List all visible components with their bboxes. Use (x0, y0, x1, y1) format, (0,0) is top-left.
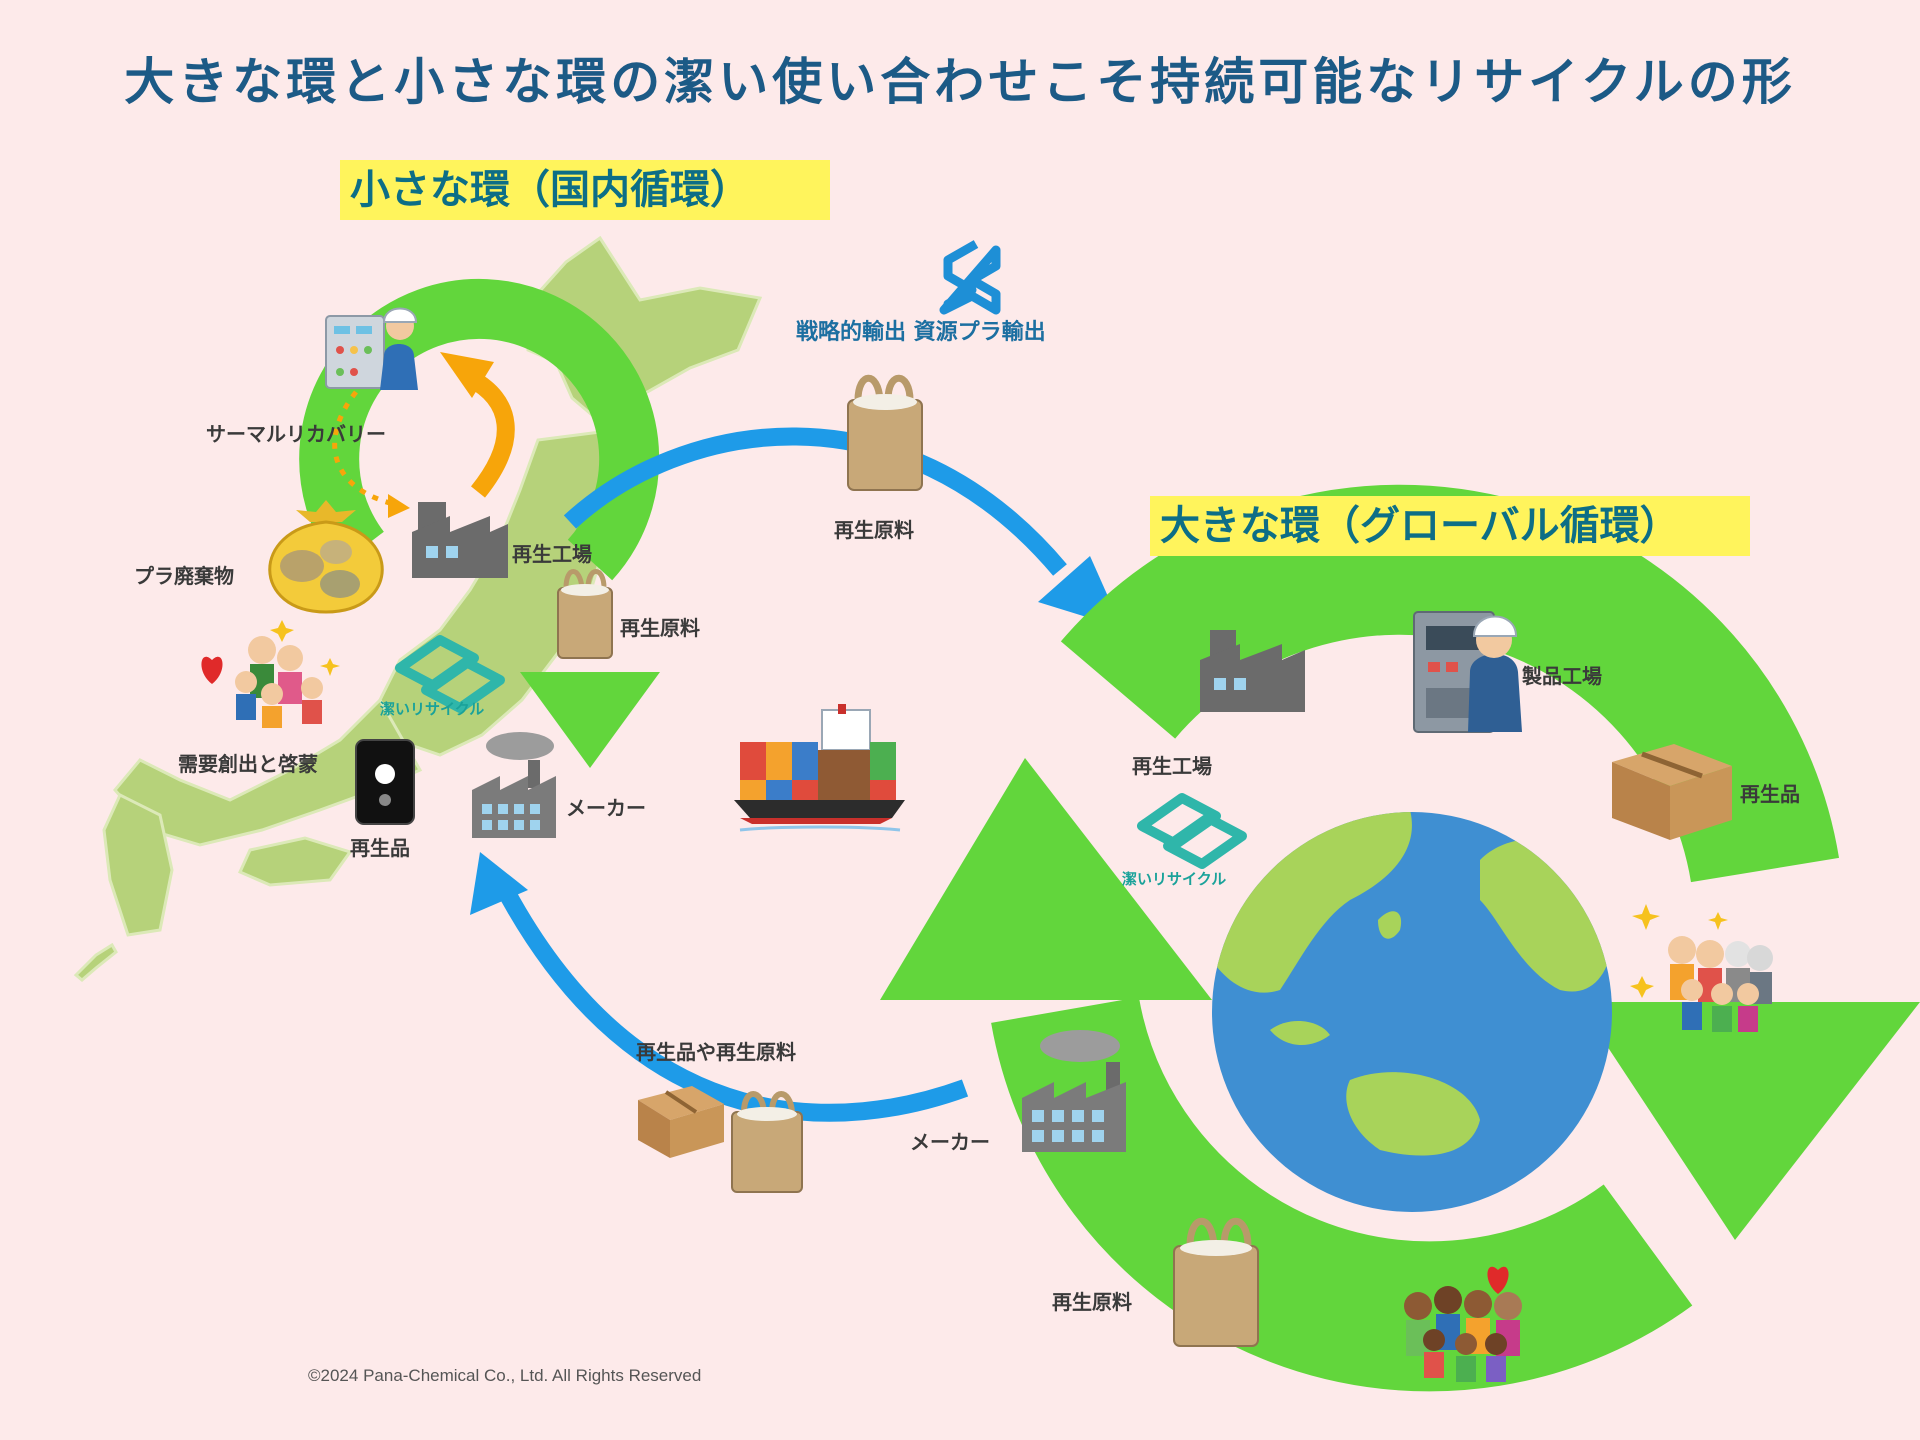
label-recycling-factory-small: 再生工場 (512, 542, 592, 566)
label-recycling-factory-global: 再生工場 (1132, 754, 1212, 778)
export-arrow (563, 427, 1067, 576)
japan-island-landmass (1378, 911, 1402, 939)
copyright-notice: ©2024 Pana-Chemical Co., Ltd. All Rights… (308, 1366, 702, 1385)
container-ship-icon (734, 704, 905, 832)
label-recycled-product-small: 再生品 (350, 836, 410, 860)
indonesia-landmass (1270, 1020, 1330, 1046)
clean-recycle-logo-icon (1137, 793, 1247, 869)
bulk-bag-icon (557, 569, 613, 659)
smoking-factory-icon (472, 732, 556, 838)
kyushu-shape (102, 792, 174, 937)
global-loop-ring-top (1060, 484, 1840, 883)
import-arrowhead (470, 852, 528, 915)
label-demand-creation: 需要創出と啓蒙 (178, 752, 318, 776)
thermal-recovery-arrowhead (440, 352, 494, 398)
globe (1212, 812, 1612, 1212)
strategic-export-logo-icon (939, 240, 1001, 315)
australia-landmass (1346, 1072, 1480, 1156)
thermal-recovery-dotted-arrowhead (388, 494, 410, 518)
thermal-recovery-arrow (465, 370, 515, 498)
small-loop-heading: 小さな環（国内循環） (340, 160, 830, 220)
label-strategic-export: 戦略的輸出 資源プラ輸出 (796, 320, 1046, 345)
factory-icon (412, 502, 508, 578)
small-loop-arrowhead (520, 672, 660, 768)
import-arrow (492, 875, 969, 1122)
label-brand-global: 潔いリサイクル (1122, 870, 1227, 888)
bulk-bag-icon (847, 374, 923, 491)
shikoku-shape (238, 836, 353, 887)
global-loop-arrowhead-left (880, 758, 1212, 1000)
clean-recycle-logo-icon (395, 635, 505, 713)
sparkle-icons (270, 620, 1728, 998)
label-brand-small: 潔いリサイクル (380, 700, 485, 718)
okinawa-shape (73, 942, 118, 982)
people-group-icon (1668, 936, 1773, 1032)
label-maker-small: メーカー (566, 796, 646, 820)
bulk-bag-icon (1173, 1217, 1259, 1347)
label-thermal-recovery: サーマルリカバリー (206, 422, 386, 446)
global-loop-heading: 大きな環（グローバル循環） (1150, 496, 1750, 556)
label-recycled-material-global: 再生原料 (1052, 1290, 1132, 1314)
factory-icon (1200, 630, 1305, 712)
label-recycled-product-global: 再生品 (1740, 782, 1800, 806)
label-product-factory: 製品工場 (1522, 664, 1602, 688)
label-import-goods: 再生品や再生原料 (636, 1040, 796, 1064)
thermal-recovery-dotted-arrow (332, 390, 399, 508)
label-recycled-material-small: 再生原料 (620, 616, 700, 640)
label-import-maker: メーカー (910, 1130, 990, 1154)
smoking-factory-icon (1022, 1030, 1126, 1152)
family-icon (201, 636, 323, 728)
plastic-waste-bag-icon (268, 500, 384, 614)
smartphone-icon (355, 739, 415, 825)
label-export-material: 再生原料 (834, 518, 914, 542)
small-loop-ring (299, 278, 660, 581)
global-loop-arrowhead-right (1578, 1002, 1920, 1240)
cardboard-box-icon (1612, 744, 1732, 840)
worker-panel-icon (325, 307, 418, 390)
bulk-bag-icon (731, 1091, 803, 1193)
people-group-icon (1404, 1266, 1522, 1382)
label-plastic-waste: プラ廃棄物 (134, 564, 234, 588)
worker-machine-icon (1413, 611, 1522, 733)
cardboard-box-icon (638, 1086, 724, 1158)
page-title: 大きな環と小さな環の潔い使い合わせこそ持続可能なリサイクルの形 (124, 53, 1796, 111)
